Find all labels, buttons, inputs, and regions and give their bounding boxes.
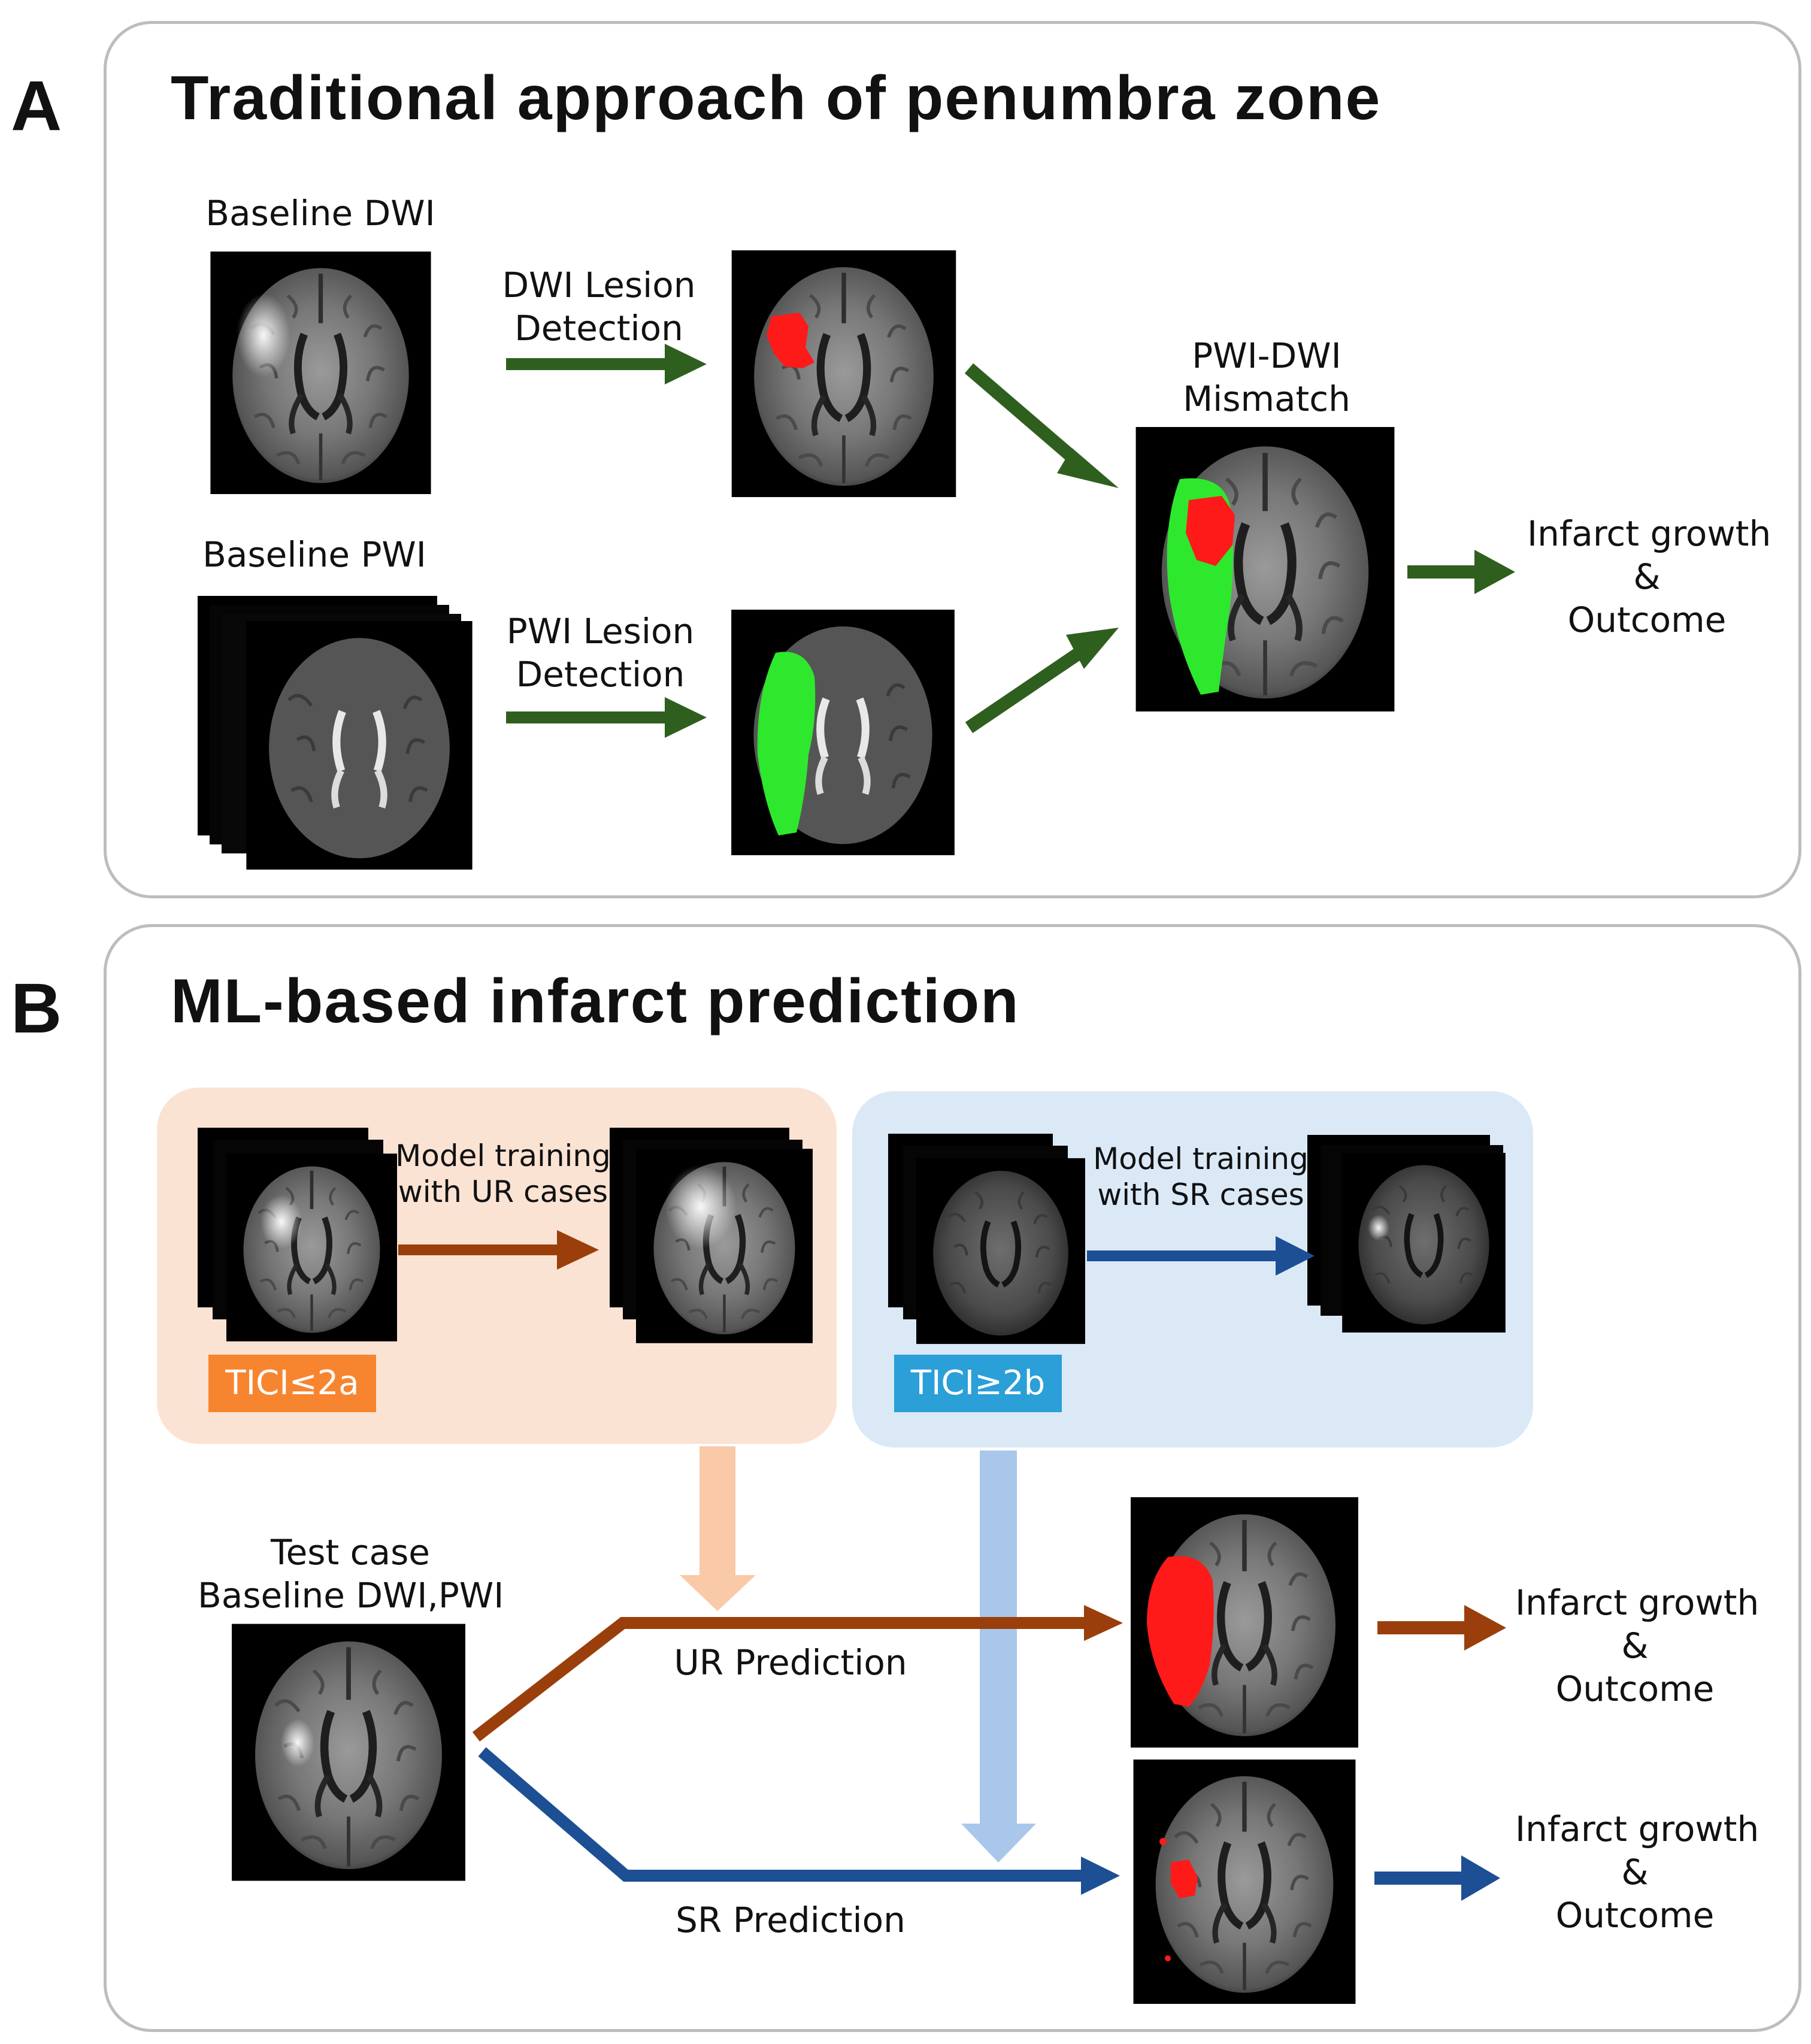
panel-b-title: ML-based infarct prediction — [171, 967, 1020, 1036]
baseline-pwi-stack — [198, 596, 473, 870]
ur-output-stack — [610, 1128, 813, 1343]
pwi-detection-label: PWI Lesion Detection — [479, 610, 722, 696]
tici-low-badge: TICI≤2a — [208, 1355, 376, 1412]
arrow-sr-training — [1087, 1236, 1315, 1276]
sr-input-stack — [888, 1134, 1085, 1344]
panel-a-letter: A — [11, 66, 62, 146]
arrow-to-outcome-a — [1407, 550, 1515, 594]
baseline-dwi-image — [210, 252, 431, 494]
outcome-ur-line-3: Outcome — [1555, 1668, 1715, 1709]
ur-training-label: Model training with UR cases — [389, 1138, 617, 1210]
outcome-sr-line-1: Infarct growth — [1515, 1809, 1759, 1849]
mismatch-line-1: PWI-DWI — [1192, 335, 1341, 376]
ur-prediction-path — [472, 1605, 1123, 1742]
arrow-to-outcome-sr — [1374, 1855, 1500, 1901]
dwi-detection-line-1: DWI Lesion — [502, 265, 696, 305]
test-case-label: Test case Baseline DWI,PWI — [198, 1531, 504, 1617]
sr-training-line-2: with SR cases — [1097, 1177, 1304, 1212]
outcome-label-ur: Infarct growth & Outcome — [1515, 1581, 1759, 1710]
arrow-pwi-detection — [506, 697, 707, 738]
panel-a-title: Traditional approach of penumbra zone — [171, 63, 1382, 133]
mismatch-label: PWI-DWI Mismatch — [1147, 334, 1386, 420]
test-case-line-1: Test case — [271, 1532, 430, 1573]
arrow-to-outcome-ur — [1377, 1605, 1506, 1651]
outcome-sr-line-2: & — [1621, 1852, 1649, 1892]
ur-prediction-image — [1131, 1497, 1358, 1748]
outcome-sr-line-3: Outcome — [1555, 1895, 1715, 1936]
outcome-label-a: Infarct growth & Outcome — [1527, 512, 1771, 641]
pwi-detection-line-1: PWI Lesion — [506, 611, 695, 652]
ur-prediction-label: UR Prediction — [674, 1642, 907, 1683]
test-case-line-2: Baseline DWI,PWI — [198, 1575, 504, 1616]
mismatch-line-2: Mismatch — [1183, 378, 1350, 419]
arrow-pwi-to-mismatch — [965, 628, 1119, 734]
ur-input-stack — [198, 1128, 397, 1342]
outcome-a-line-2: & — [1633, 556, 1661, 597]
outcome-label-sr: Infarct growth & Outcome — [1515, 1807, 1759, 1937]
mismatch-image — [1136, 427, 1395, 711]
dwi-detection-line-2: Detection — [514, 308, 683, 349]
dwi-detection-label: DWI Lesion Detection — [479, 264, 719, 350]
sr-output-stack — [1307, 1135, 1506, 1333]
outcome-ur-line-2: & — [1621, 1625, 1649, 1666]
pwi-lesion-image — [731, 610, 955, 855]
test-case-image — [232, 1624, 465, 1881]
sr-prediction-image — [1134, 1760, 1356, 2004]
dwi-lesion-image — [732, 250, 956, 497]
outcome-a-line-3: Outcome — [1567, 599, 1727, 640]
baseline-pwi-label: Baseline PWI — [202, 534, 426, 575]
pwi-detection-line-2: Detection — [516, 654, 685, 695]
sr-prediction-label: SR Prediction — [676, 1900, 906, 1940]
outcome-ur-line-1: Infarct growth — [1515, 1582, 1759, 1623]
sr-prediction-path — [478, 1747, 1120, 1895]
outcome-a-line-1: Infarct growth — [1527, 513, 1771, 554]
arrow-dwi-to-mismatch — [964, 363, 1119, 488]
ur-training-line-2: with UR cases — [398, 1174, 608, 1209]
baseline-dwi-label: Baseline DWI — [205, 193, 435, 234]
arrow-ur-training — [398, 1230, 599, 1270]
ur-model-feed-arrow — [680, 1446, 756, 1611]
arrow-dwi-detection — [506, 344, 707, 384]
panel-b-letter: B — [11, 969, 62, 1048]
tici-high-badge: TICI≥2b — [894, 1355, 1062, 1412]
sr-training-line-1: Model training — [1093, 1141, 1309, 1176]
ur-training-line-1: Model training — [395, 1138, 611, 1173]
sr-model-feed-arrow — [961, 1451, 1036, 1863]
sr-training-label: Model training with SR cases — [1087, 1141, 1315, 1213]
